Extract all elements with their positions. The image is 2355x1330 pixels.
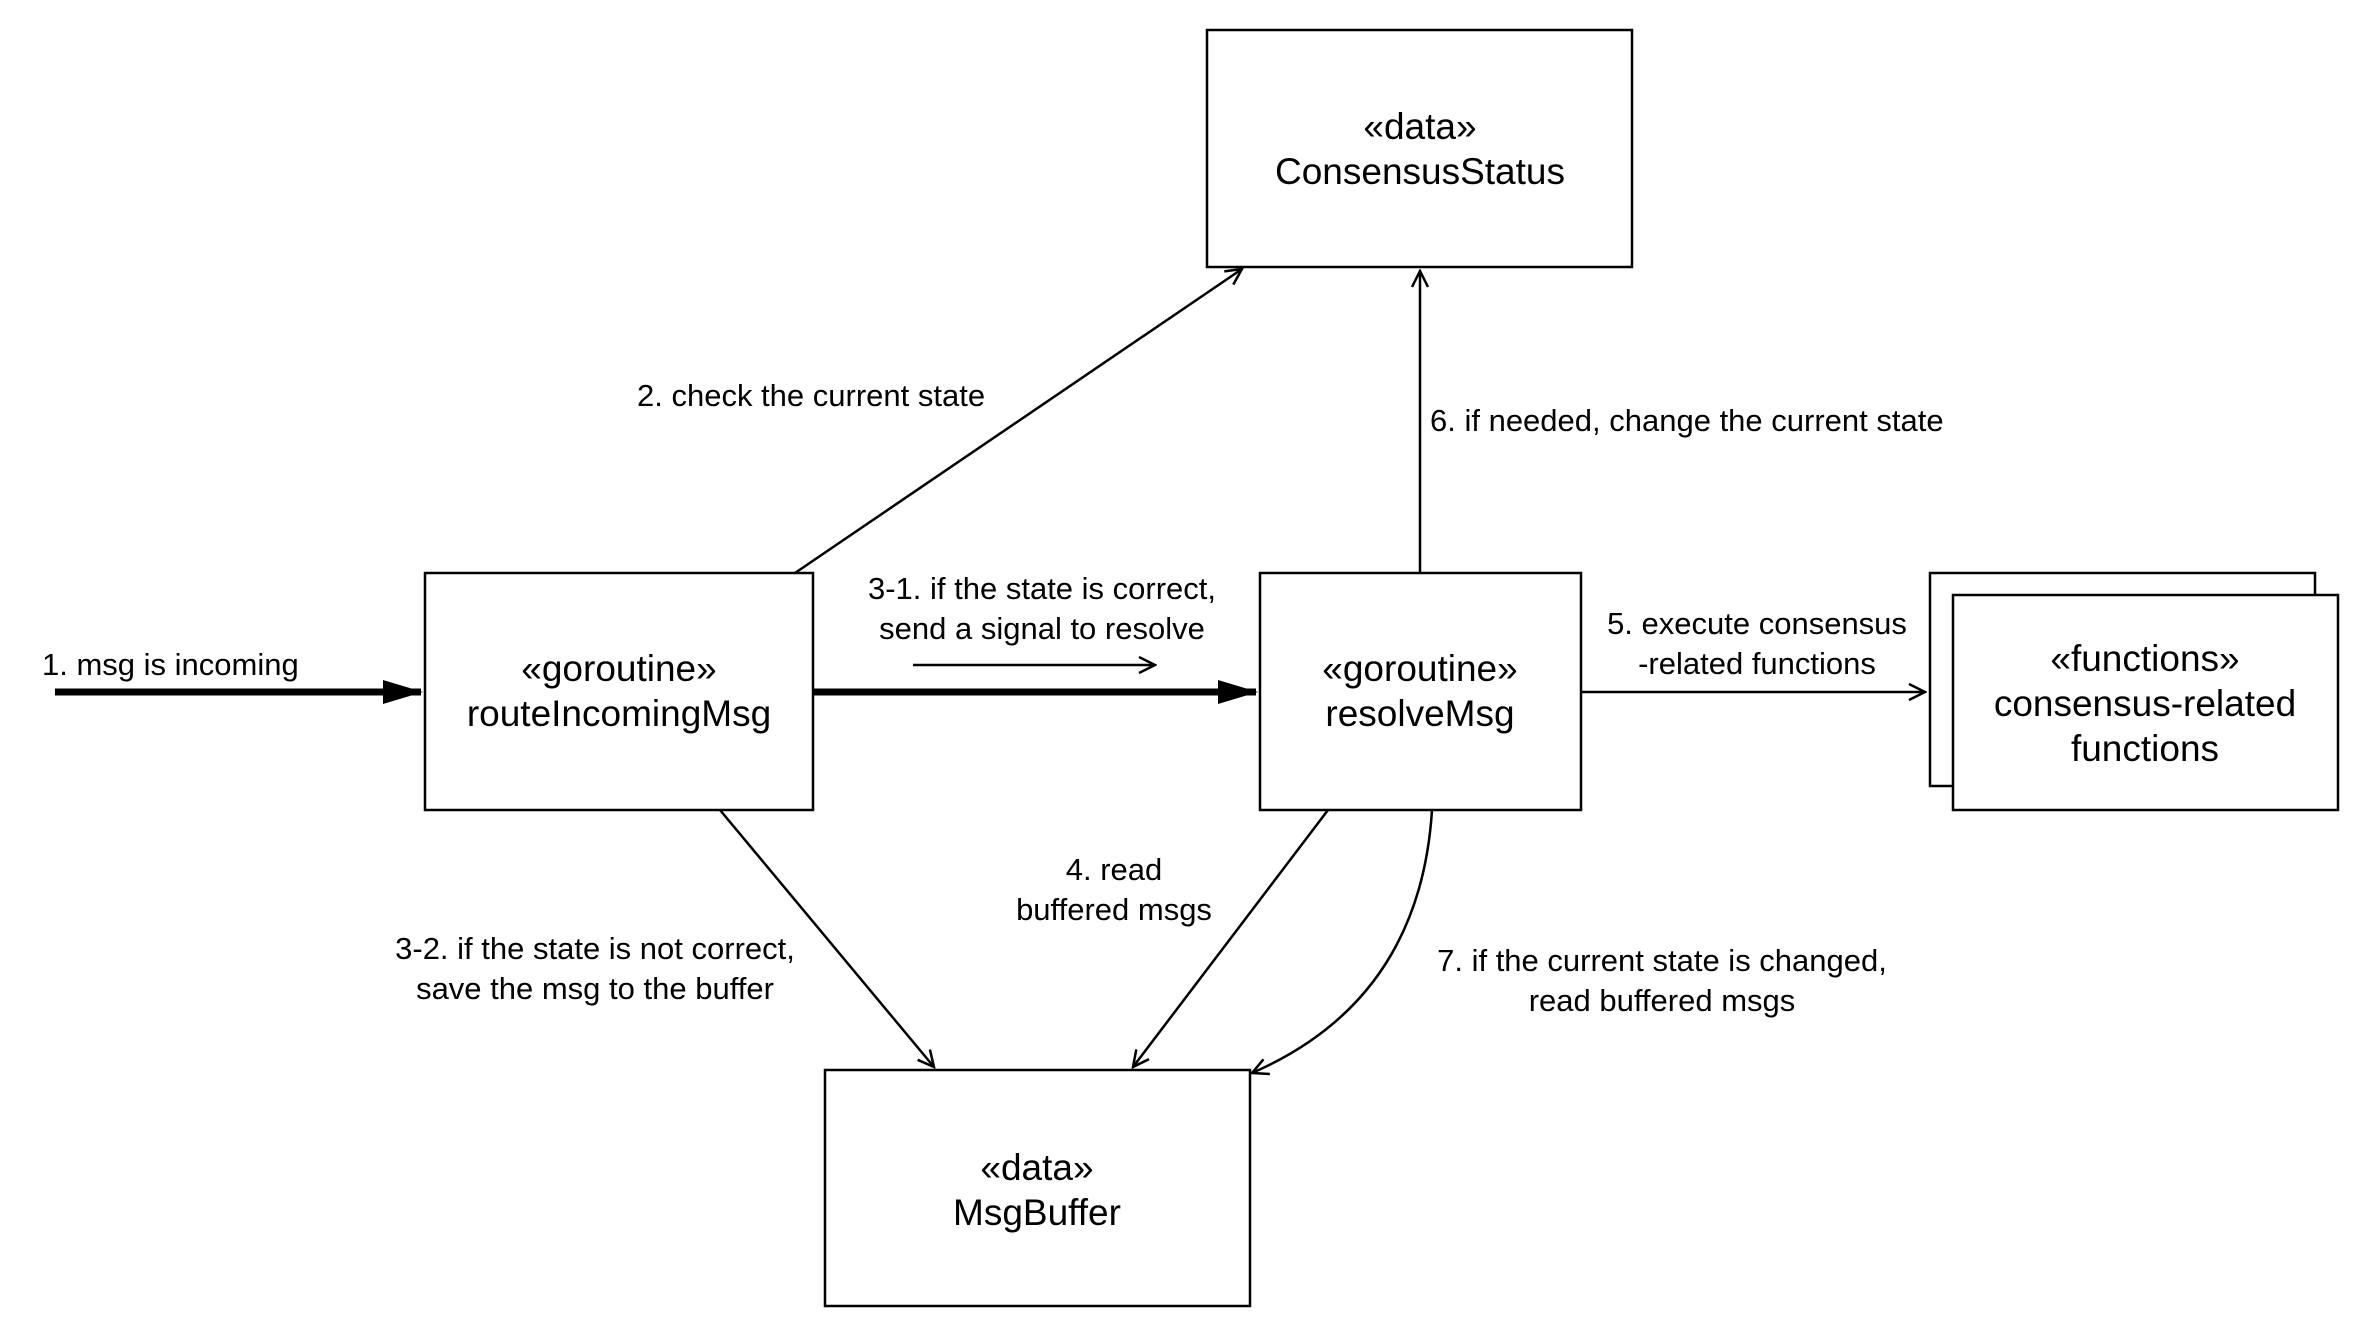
edge-check-state-label: 2. check the current state (637, 378, 985, 413)
edge-state-changed-read-label-line1: 7. if the current state is changed, (1437, 943, 1887, 978)
route-incoming-msg-name: routeIncomingMsg (467, 693, 771, 734)
edge-state-changed-read-label-line2: read buffered msgs (1529, 983, 1796, 1018)
consensus-status-box: «data» ConsensusStatus (1205, 28, 1634, 269)
edge-save-buffer-arrow (719, 809, 934, 1067)
consensus-functions-stereotype: «functions» (2050, 638, 2239, 679)
consensus-functions-name-line1: consensus-related (1994, 683, 2296, 724)
edge-execute-functions-label-line2: -related functions (1638, 646, 1876, 681)
edge-check-state-arrow (794, 269, 1242, 575)
edge-msg-incoming-label: 1. msg is incoming (42, 647, 299, 682)
edge-read-buffered-label-line2: buffered msgs (1016, 892, 1212, 927)
msg-buffer-name: MsgBuffer (953, 1192, 1121, 1233)
edge-state-changed-read-arrow (1252, 809, 1434, 1073)
consensus-status-name: ConsensusStatus (1275, 151, 1565, 192)
edge-execute-functions-label-line1: 5. execute consensus (1607, 606, 1907, 641)
edge-signal-resolve-label-line1: 3-1. if the state is correct, (868, 571, 1216, 606)
msg-buffer-box: «data» MsgBuffer (823, 1068, 1252, 1308)
consensus-functions-front-card (1951, 593, 2340, 812)
edge-signal-resolve-label-line2: send a signal to resolve (879, 611, 1205, 646)
resolve-msg-box: «goroutine» resolveMsg (1258, 571, 1583, 812)
consensus-functions-box: «functions» consensus-related functions (1928, 571, 2340, 812)
resolve-msg-name: resolveMsg (1325, 693, 1514, 734)
route-incoming-msg-box: «goroutine» routeIncomingMsg (423, 571, 815, 812)
consensus-status-stereotype: «data» (1363, 106, 1476, 147)
consensus-functions-name-line2: functions (2071, 728, 2219, 769)
edge-read-buffered-label-line1: 4. read (1066, 852, 1163, 887)
msg-buffer-stereotype: «data» (980, 1147, 1093, 1188)
edge-save-buffer-label-line2: save the msg to the buffer (416, 971, 774, 1006)
edge-change-state-label: 6. if needed, change the current state (1430, 403, 1944, 438)
edge-read-buffered-arrow (1133, 809, 1329, 1067)
route-incoming-msg-stereotype: «goroutine» (521, 648, 716, 689)
resolve-msg-stereotype: «goroutine» (1322, 648, 1517, 689)
edge-save-buffer-label-line1: 3-2. if the state is not correct, (395, 931, 795, 966)
